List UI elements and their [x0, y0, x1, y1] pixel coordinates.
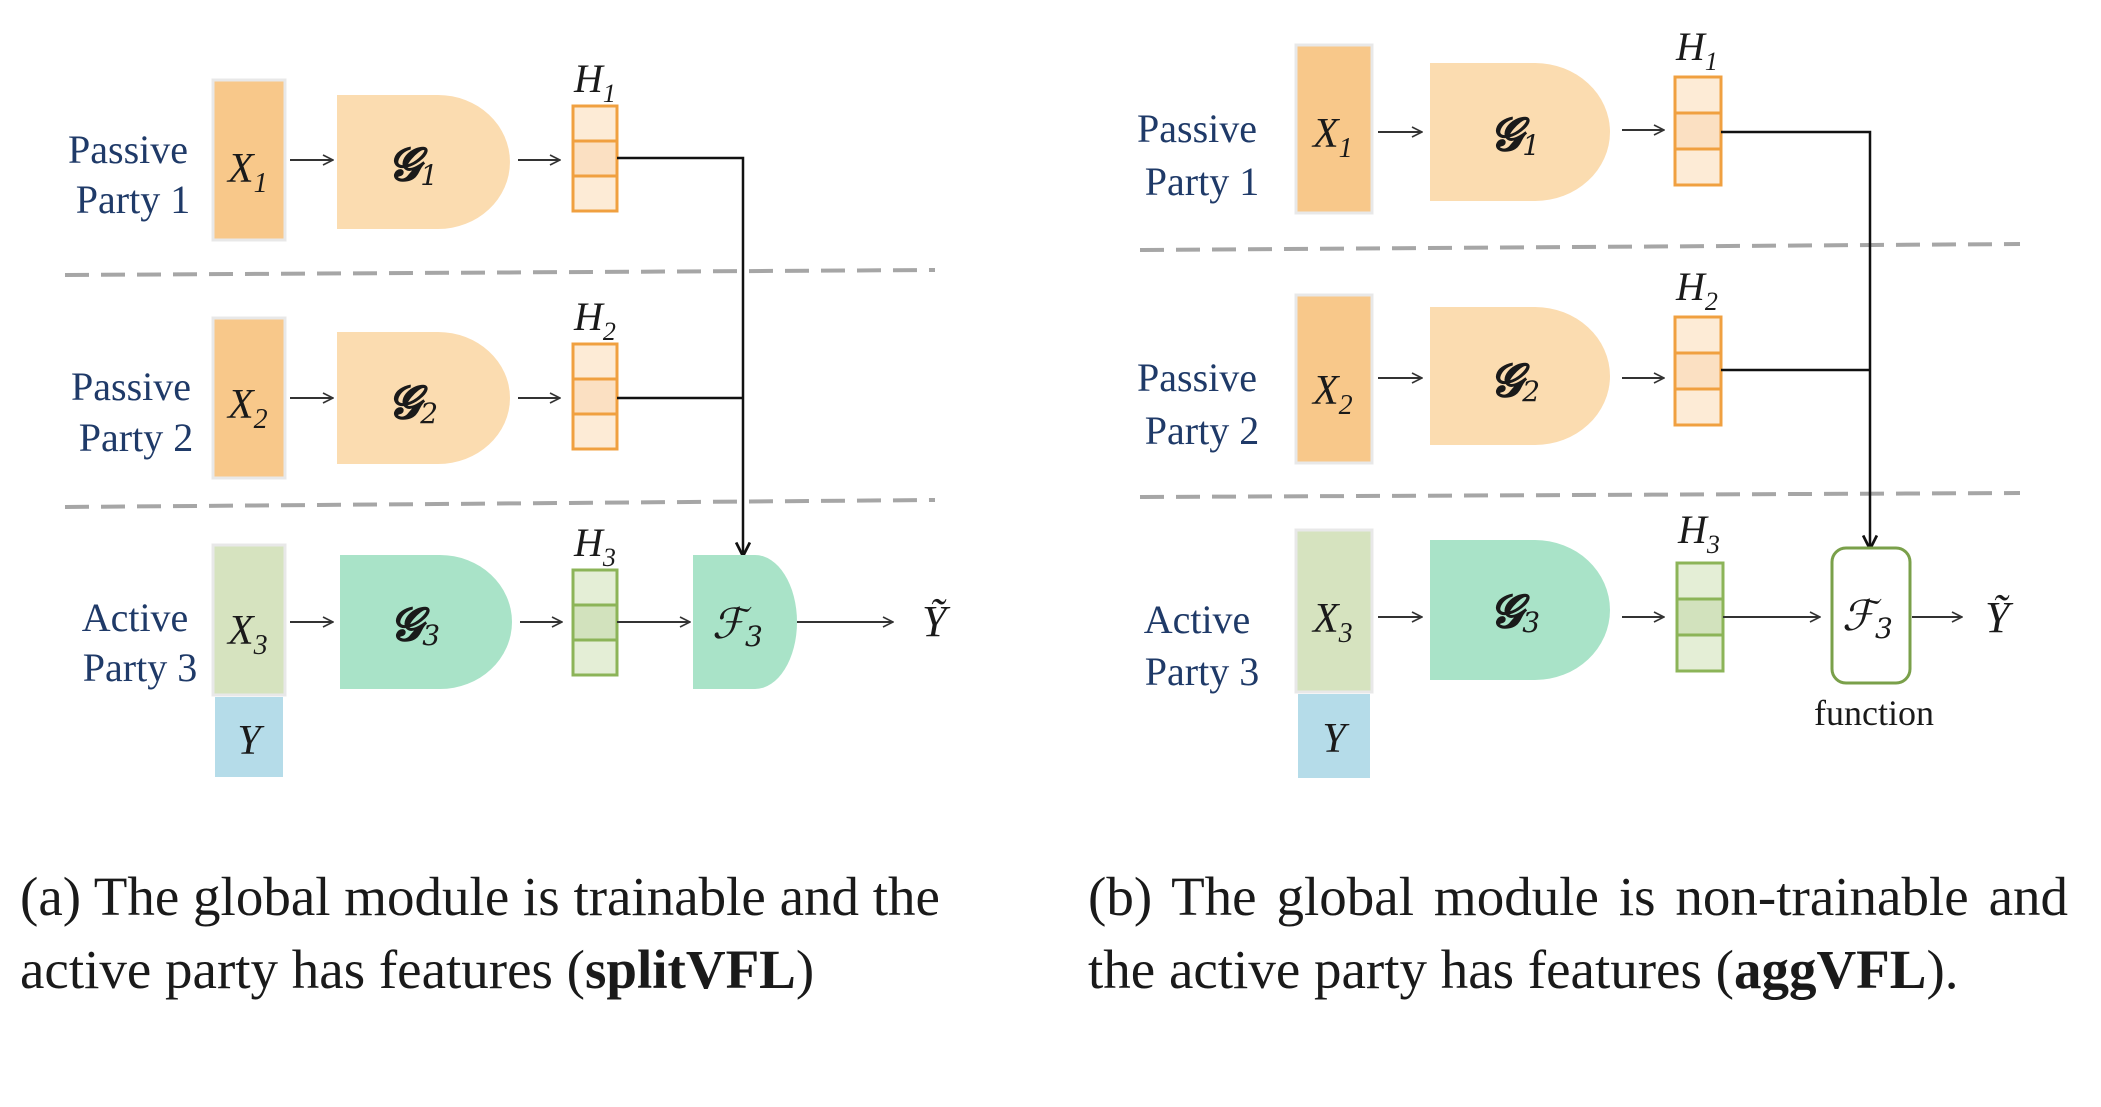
local-module-g1 [1430, 63, 1610, 201]
party-divider [1139, 242, 2021, 252]
feature-x2-label: X2 [226, 382, 268, 435]
label-box-y [215, 697, 283, 777]
embedding-h2 [571, 342, 619, 451]
passive-party-1-label: Passive Party 1 [1137, 106, 1267, 204]
global-function-f3-label: ℱ3 [1842, 591, 1893, 645]
local-module-g1 [337, 95, 510, 229]
feature-x2-label: X2 [1311, 368, 1353, 421]
active-party-3-label: Active Party 3 [82, 595, 199, 690]
feature-box-x3 [1294, 528, 1374, 694]
party-divider [64, 498, 936, 509]
panel-a: Passive Party 1 Passive Party 2 Active P… [64, 56, 951, 777]
local-module-g3 [1430, 540, 1610, 680]
caption-a-bold: splitVFL [585, 939, 796, 1000]
passive-party-2-label: Passive Party 2 [1137, 355, 1267, 453]
feature-x1-label: X1 [1311, 111, 1353, 164]
label-box-y [1298, 694, 1370, 778]
feature-box-x2 [211, 316, 287, 480]
embedding-h1 [1673, 75, 1723, 187]
feature-box-x3 [211, 543, 287, 697]
label-y: Y [237, 718, 265, 764]
connector-h1-to-f3 [1721, 130, 1872, 370]
passive-party-1-label: Passive Party 1 [68, 127, 198, 222]
embedding-h3 [1675, 561, 1725, 673]
embedding-h2-label: H2 [573, 294, 616, 346]
feature-box-x2 [1294, 293, 1374, 465]
embedding-h1-label: H1 [1675, 24, 1718, 76]
local-module-g2 [337, 332, 510, 464]
module-g2-label: 𝓖2 [1490, 353, 1540, 408]
global-module-f3-label: ℱ3 [712, 599, 763, 653]
feature-box-x1 [1294, 43, 1374, 215]
output-y-tilde: Ỹ [1985, 593, 2014, 642]
caption-b-text: (b) The global module is non-trainable a… [1088, 866, 2068, 1000]
embedding-h1-label: H1 [573, 56, 616, 108]
global-function-f3 [1830, 546, 1912, 685]
embedding-h2 [1673, 315, 1723, 427]
embedding-h3-label: H3 [573, 520, 616, 572]
passive-party-2-label: Passive Party 2 [71, 364, 201, 460]
connector-h1-to-f3 [617, 156, 745, 398]
local-module-g3 [340, 555, 512, 689]
party-divider [64, 268, 936, 277]
caption-b-bold: aggVFL [1733, 939, 1927, 1000]
panel-b: Passive Party 1 Passive Party 2 Active P… [1137, 24, 2021, 778]
caption-a: (a) The global module is trainable and t… [20, 860, 1010, 1006]
caption-a-text: (a) The global module is trainable and t… [20, 866, 940, 1000]
function-label: function [1814, 693, 1934, 733]
output-y-tilde: Ỹ [922, 597, 951, 646]
active-party-3-label: Active Party 3 [1144, 597, 1261, 694]
embedding-h3 [571, 568, 619, 677]
global-module-f3 [693, 555, 797, 689]
feature-x3-label: X3 [226, 608, 268, 661]
feature-box-x1 [211, 78, 287, 242]
local-module-g2 [1430, 307, 1610, 445]
embedding-h2-label: H2 [1675, 264, 1718, 316]
label-y: Y [1322, 716, 1350, 762]
party-divider [1139, 491, 2021, 499]
embedding-h3-label: H3 [1677, 507, 1720, 559]
feature-x1-label: X1 [226, 146, 268, 199]
caption-b-end: ). [1926, 939, 1959, 1000]
caption-a-end: ) [795, 939, 815, 1000]
caption-b: (b) The global module is non-trainable a… [1088, 860, 2068, 1006]
feature-x3-label: X3 [1311, 596, 1353, 649]
embedding-h1 [571, 104, 619, 213]
